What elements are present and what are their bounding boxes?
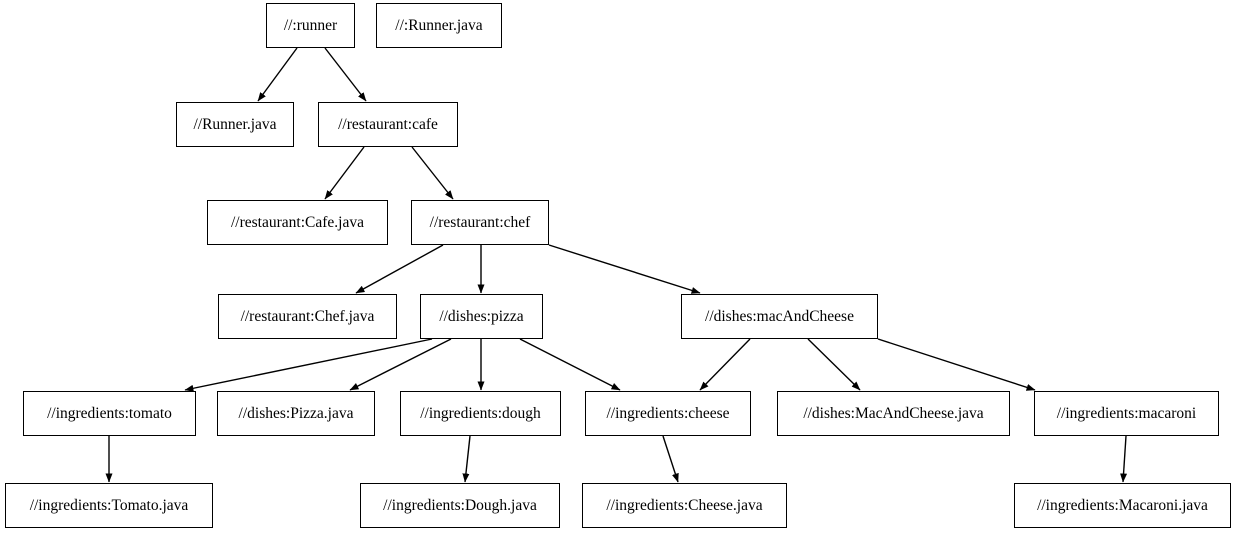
- graph-node-label: //ingredients:dough: [420, 404, 541, 422]
- graph-node-label: //ingredients:Tomato.java: [29, 496, 189, 514]
- graph-node-label: //:Runner.java: [395, 16, 483, 34]
- graph-node-restaurant_cafe[interactable]: //restaurant:cafe: [318, 102, 458, 147]
- graph-node-label: //restaurant:chef: [429, 213, 531, 231]
- graph-node-label: //Runner.java: [193, 115, 277, 133]
- graph-edge-restaurant_chef-to-dishes_mac: [548, 244, 701, 294]
- graph-node-label: //dishes:Pizza.java: [238, 404, 354, 422]
- graph-node-ing_cheese[interactable]: //ingredients:cheese: [585, 391, 751, 436]
- graph-edge-ing_cheese-to-cheese_java: [662, 435, 679, 483]
- graph-node-label: //:runner: [283, 16, 338, 34]
- graph-edge-restaurant_cafe-to-restaurant_chef: [411, 146, 454, 200]
- graph-edge-restaurant_chef-to-chef_java: [355, 244, 444, 294]
- graph-node-label: //dishes:pizza: [439, 307, 524, 325]
- graph-edge-dishes_pizza-to-pizza_java: [349, 338, 452, 391]
- graph-node-label: //ingredients:cheese: [606, 404, 730, 422]
- graph-node-runner_java[interactable]: //Runner.java: [176, 102, 294, 147]
- graph-node-dishes_mac[interactable]: //dishes:macAndCheese: [681, 294, 878, 339]
- graph-edge-runner-to-restaurant_cafe: [324, 47, 367, 102]
- graph-node-label: //ingredients:Macaroni.java: [1037, 496, 1208, 514]
- graph-node-label: //ingredients:macaroni: [1056, 404, 1197, 422]
- graph-node-label: //ingredients:tomato: [47, 404, 172, 422]
- graph-node-ing_macaroni[interactable]: //ingredients:macaroni: [1034, 391, 1219, 436]
- graph-node-label: //ingredients:Cheese.java: [606, 496, 763, 514]
- graph-node-chef_java[interactable]: //restaurant:Chef.java: [218, 294, 397, 339]
- graph-node-ing_dough[interactable]: //ingredients:dough: [400, 391, 561, 436]
- graph-node-macaroni_java[interactable]: //ingredients:Macaroni.java: [1014, 483, 1231, 528]
- graph-edge-dishes_mac-to-ing_cheese: [699, 338, 751, 391]
- graph-edge-ing_macaroni-to-macaroni_java: [1120, 435, 1128, 483]
- graph-node-restaurant_chef[interactable]: //restaurant:chef: [411, 200, 549, 245]
- graph-node-pizza_java[interactable]: //dishes:Pizza.java: [217, 391, 375, 436]
- graph-node-label: //restaurant:Cafe.java: [231, 213, 364, 231]
- graph-edge-dishes_mac-to-ing_macaroni: [877, 338, 1036, 391]
- graph-node-label: //restaurant:cafe: [338, 115, 438, 133]
- graph-node-mac_java[interactable]: //dishes:MacAndCheese.java: [777, 391, 1010, 436]
- graph-edge-dishes_pizza-to-ing_tomato: [184, 338, 433, 392]
- graph-node-ing_tomato[interactable]: //ingredients:tomato: [23, 391, 196, 436]
- graph-node-label: //ingredients:Dough.java: [383, 496, 537, 514]
- graph-node-tomato_java[interactable]: //ingredients:Tomato.java: [5, 483, 213, 528]
- graph-edge-dishes_mac-to-mac_java: [807, 338, 861, 391]
- graph-node-label: //dishes:MacAndCheese.java: [803, 404, 984, 422]
- graph-node-runner_java_root[interactable]: //:Runner.java: [376, 3, 502, 48]
- graph-node-label: //restaurant:Chef.java: [240, 307, 375, 325]
- graph-edge-runner-to-runner_java: [257, 47, 298, 102]
- graph-node-runner[interactable]: //:runner: [266, 3, 355, 48]
- graph-edge-dishes_pizza-to-ing_cheese: [519, 338, 621, 391]
- graph-node-label: //dishes:macAndCheese: [705, 307, 854, 325]
- graph-node-dough_java[interactable]: //ingredients:Dough.java: [360, 483, 560, 528]
- graph-node-dishes_pizza[interactable]: //dishes:pizza: [420, 294, 543, 339]
- graph-node-cafe_java[interactable]: //restaurant:Cafe.java: [207, 200, 388, 245]
- graph-edge-ing_dough-to-dough_java: [462, 435, 471, 483]
- graph-node-cheese_java[interactable]: //ingredients:Cheese.java: [582, 483, 787, 528]
- graph-edge-restaurant_cafe-to-cafe_java: [324, 146, 365, 200]
